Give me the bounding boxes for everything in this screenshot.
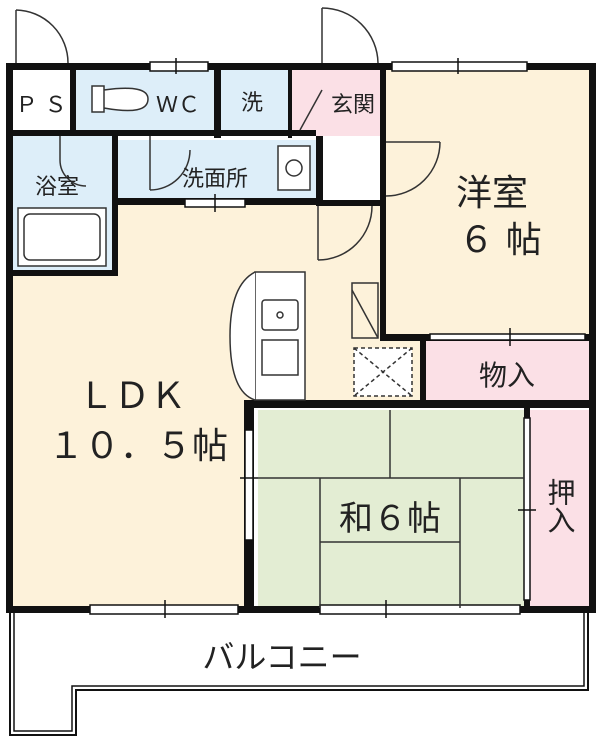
wash-floor [220, 68, 290, 130]
kitchen-counter-icon [254, 271, 306, 401]
wash-label: 洗 [241, 91, 263, 116]
tatami-lines [258, 410, 524, 608]
wc-label: ＷＣ [156, 93, 200, 118]
ps-label: Ｐ Ｓ [16, 93, 67, 118]
entrance-label: 玄関 [331, 93, 375, 118]
ldk-name: ＬＤＫ [78, 376, 186, 417]
storage-label: 物入 [479, 359, 535, 392]
western-room-floor [385, 68, 590, 340]
ps-floor [12, 68, 72, 130]
balcony-outline [9, 613, 589, 736]
balcony-label: バルコニー [202, 638, 361, 676]
washbasin-icon [277, 145, 311, 191]
closet-floor [530, 410, 590, 608]
closet-label: 押入 [544, 478, 577, 534]
ldk-size: １０．５帖 [48, 426, 228, 467]
japanese-room-label: 和６帖 [339, 499, 441, 539]
washroom-label: 洗面所 [182, 167, 248, 192]
japanese-room-floor [258, 410, 526, 608]
windows [89, 58, 586, 618]
toilet-icon [91, 85, 149, 113]
fixtures [17, 85, 413, 401]
storage-floor [425, 340, 590, 402]
western-room-size: ６ 帖 [458, 220, 541, 261]
western-room-name: 洋室 [456, 173, 528, 214]
doors [15, 7, 441, 339]
bath-label: 浴室 [35, 175, 79, 200]
entrance-floor [290, 68, 385, 136]
